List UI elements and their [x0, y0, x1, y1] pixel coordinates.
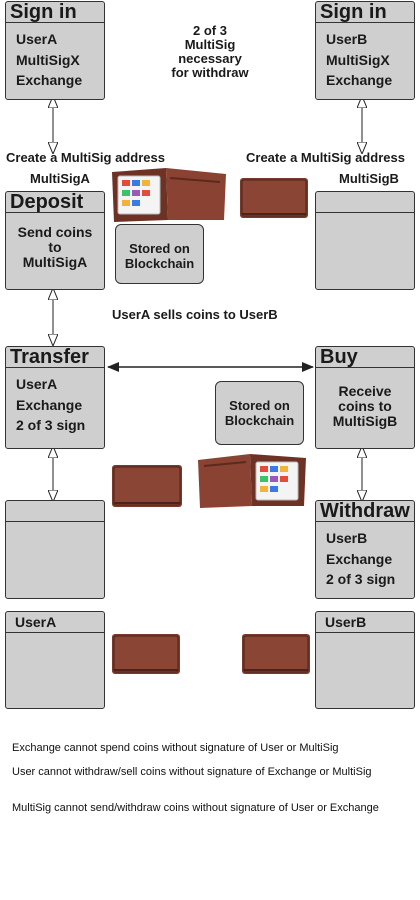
sell-note: UserA sells coins to UserB [112, 307, 278, 322]
deposit-line: to [48, 239, 62, 255]
stored-on-blockchain-a: Stored on Blockchain [115, 224, 204, 284]
usera-empty-head [6, 501, 104, 522]
multisig-requirement-note: 2 of 3 MultiSig necessary for withdraw [171, 23, 249, 80]
deposit-title: Deposit [6, 192, 104, 213]
wallet-open-icon [112, 168, 226, 222]
wallet-closed-icon [240, 178, 308, 218]
footnote-exchange: Exchange cannot spend coins without sign… [12, 742, 339, 754]
deposit-line: Send coins [17, 224, 93, 240]
create-multisig-a-label: Create a MultiSig address [6, 150, 165, 165]
signin-a-title: Sign in [6, 2, 104, 23]
transfer-line: Exchange [16, 396, 83, 413]
create-multisig-b-label: Create a MultiSig address [246, 150, 405, 165]
final-usera-box: UserA [5, 611, 105, 709]
withdraw-line: Exchange [326, 550, 393, 567]
transfer-line: 2 of 3 sign [16, 417, 86, 433]
multisig-a-address: MultiSigA [30, 171, 90, 186]
multisig-b-empty-head [316, 192, 414, 213]
final-userb-box: UserB [315, 611, 415, 709]
footnote-multisig: MultiSig cannot send/withdraw coins with… [12, 802, 379, 814]
wallet-open-icon [198, 454, 306, 508]
signin-b-line: MultiSigX [326, 51, 390, 68]
withdraw-box: Withdraw UserB Exchange 2 of 3 sign [315, 500, 415, 599]
multisig-b-address: MultiSigB [339, 171, 399, 186]
transfer-line: UserA [16, 376, 58, 392]
signin-b-line: UserB [326, 31, 368, 47]
wallet-closed-icon [112, 465, 182, 507]
usera-empty-box [5, 500, 105, 599]
buy-title: Buy [316, 347, 414, 368]
signin-b-box: Sign in UserB MultiSigX Exchange [315, 1, 415, 100]
deposit-box: Deposit Send coins to MultiSigA [5, 191, 105, 290]
footnote-user: User cannot withdraw/sell coins without … [12, 766, 372, 778]
wallet-closed-icon [112, 634, 180, 674]
multisig-b-empty-box [315, 191, 415, 290]
buy-line: coins to [338, 398, 392, 414]
buy-box: Buy Receive coins to MultiSigB [315, 346, 415, 449]
transfer-box: Transfer UserA Exchange 2 of 3 sign [5, 346, 105, 449]
deposit-line: MultiSigA [22, 254, 88, 270]
signin-b-title: Sign in [316, 2, 414, 23]
buy-line: Receive [338, 383, 392, 399]
transfer-title: Transfer [6, 347, 104, 368]
final-usera-title: UserA [6, 612, 104, 633]
stored-on-blockchain-b: Stored on Blockchain [215, 381, 304, 445]
withdraw-line: UserB [326, 530, 368, 546]
withdraw-title: Withdraw [316, 501, 414, 522]
signin-a-line: UserA [16, 31, 58, 47]
withdraw-line: 2 of 3 sign [326, 571, 396, 587]
signin-b-line: Exchange [326, 72, 393, 88]
signin-a-line: Exchange [16, 72, 83, 88]
wallet-closed-icon [242, 634, 310, 674]
signin-a-line: MultiSigX [16, 51, 80, 68]
signin-a-box: Sign in UserA MultiSigX Exchange [5, 1, 105, 100]
final-userb-title: UserB [316, 612, 414, 633]
buy-line: MultiSigB [332, 413, 398, 429]
